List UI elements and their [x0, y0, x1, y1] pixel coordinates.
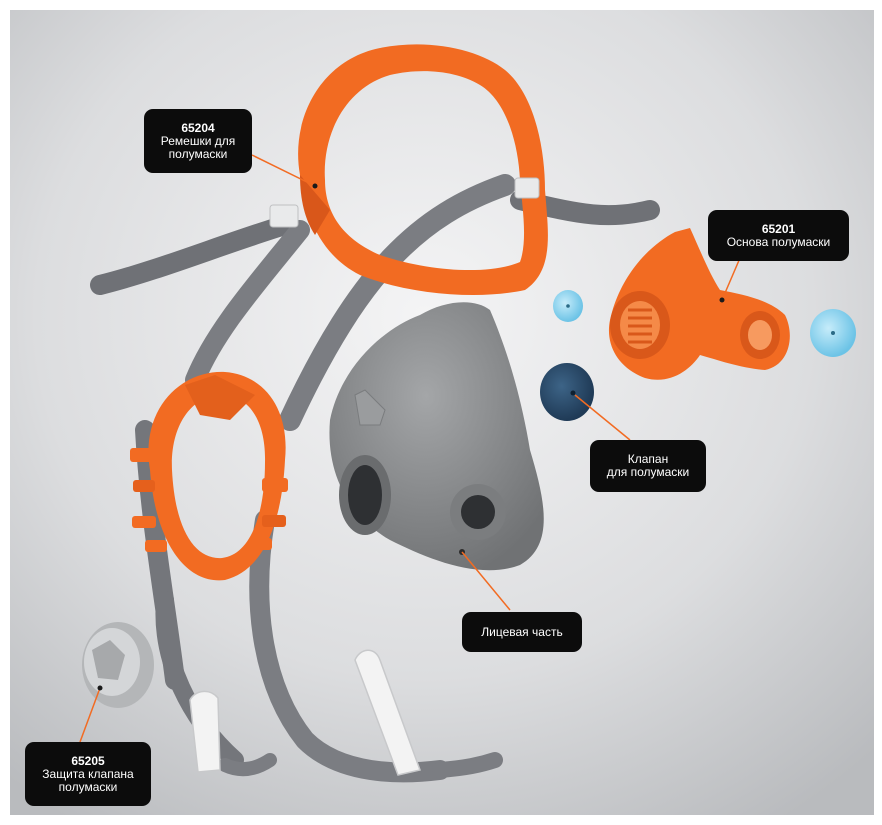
label-straps-line1: Ремешки для [160, 133, 236, 148]
label-face-line1: Лицевая часть [481, 624, 563, 639]
orange-headband [269, 44, 548, 296]
leader-lines [79, 154, 741, 743]
valve-cover [82, 622, 154, 708]
label-face: Лицевая часть [462, 612, 582, 652]
label-cover: 65205 Защита клапана полумаски [25, 742, 151, 806]
label-valve-line1: Клапан [627, 452, 669, 466]
mask-base [608, 228, 790, 380]
label-base-line1: Основа полумаски [726, 234, 831, 249]
face-mask [329, 302, 544, 571]
strap-buckles [189, 649, 421, 776]
valve-discs [540, 290, 856, 421]
head-straps [90, 174, 660, 783]
label-cover-line1: Защита клапана [42, 766, 134, 781]
label-base: 65201 Основа полумаски [708, 210, 849, 261]
orange-harness [130, 371, 288, 581]
label-base-code: 65201 [761, 221, 796, 236]
label-valve: Клапан для полумаски [590, 440, 706, 492]
label-straps-code: 65204 [181, 120, 215, 135]
label-straps: 65204 Ремешки для полумаски [144, 109, 252, 173]
label-straps-line2: полумаски [168, 146, 228, 161]
label-cover-code: 65205 [71, 753, 105, 768]
label-cover-line2: полумаски [58, 779, 118, 794]
label-valve-line2: для полумаски [606, 465, 690, 479]
